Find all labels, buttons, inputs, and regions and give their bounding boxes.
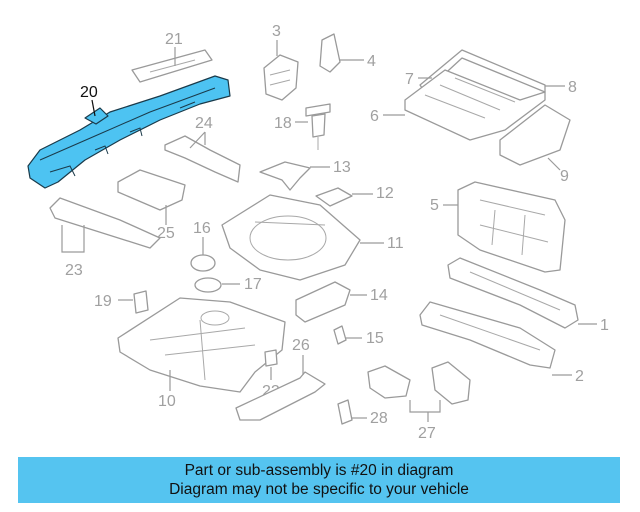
part-3-bracket[interactable] — [263, 54, 299, 101]
callout-12: 12 — [376, 185, 394, 202]
part-4-bracket[interactable] — [319, 33, 341, 73]
part-20-frame-rail[interactable] — [27, 75, 231, 189]
part-22-clip[interactable] — [264, 349, 278, 367]
callout-11: 11 — [387, 235, 404, 252]
callout-2: 2 — [575, 368, 584, 385]
callout-3: 3 — [272, 23, 281, 40]
part-24-bracket[interactable] — [164, 135, 241, 183]
callout-24: 24 — [195, 115, 213, 132]
part-13-bracket[interactable] — [259, 161, 311, 191]
banner-line-2: Diagram may not be specific to your vehi… — [169, 481, 469, 498]
callout-21: 21 — [165, 31, 183, 48]
part-18-mount[interactable] — [305, 103, 331, 150]
part-1-reinforcement[interactable] — [447, 257, 579, 329]
callout-20: 20 — [80, 84, 98, 101]
callout-5: 5 — [430, 197, 439, 214]
callout-9: 9 — [560, 168, 569, 185]
callout-17: 17 — [244, 276, 262, 293]
part-9-trim[interactable] — [499, 104, 571, 166]
callout-4: 4 — [367, 53, 376, 70]
part-14-bracket[interactable] — [295, 281, 351, 323]
callout-18: 18 — [274, 115, 292, 132]
part-26-channel[interactable] — [235, 371, 326, 421]
callout-1: 1 — [600, 317, 609, 334]
part-25-bracket[interactable] — [117, 169, 186, 211]
info-banner: Part or sub-assembly is #20 in diagram D… — [18, 457, 620, 503]
callout-7: 7 — [405, 71, 414, 88]
callout-15: 15 — [366, 330, 384, 347]
callout-28: 28 — [370, 410, 388, 427]
parts-diagram: 20 21 3 4 18 7 8 6 9 — [27, 23, 609, 442]
part-15-clip[interactable] — [333, 325, 347, 345]
part-27-bracket-a[interactable] — [367, 365, 411, 399]
callout-26: 26 — [292, 337, 310, 354]
callout-25: 25 — [157, 225, 175, 242]
part-12-plate[interactable] — [315, 187, 353, 207]
callout-6: 6 — [370, 108, 379, 125]
callout-19: 19 — [94, 293, 112, 310]
callout-16: 16 — [193, 220, 211, 237]
part-23-crossmember[interactable] — [49, 197, 161, 249]
part-17-grommet[interactable] — [194, 277, 222, 293]
banner-line-1: Part or sub-assembly is #20 in diagram — [184, 462, 454, 479]
part-10-rear-floor[interactable] — [117, 297, 286, 393]
part-7-8-rear-panel[interactable] — [404, 49, 546, 141]
callout-13: 13 — [333, 159, 351, 176]
part-11-floor-pan[interactable] — [221, 194, 361, 281]
part-21-plate[interactable] — [131, 49, 213, 83]
callout-10: 10 — [158, 393, 176, 410]
part-19-clip[interactable] — [133, 290, 149, 314]
callout-14: 14 — [370, 287, 388, 304]
part-27-bracket-b[interactable] — [431, 361, 471, 405]
callout-8: 8 — [568, 79, 577, 96]
part-28-clip[interactable] — [337, 399, 353, 425]
part-5-rear-panel[interactable] — [457, 181, 566, 273]
callout-23: 23 — [65, 262, 83, 279]
part-2-rear-panel[interactable] — [419, 301, 556, 369]
callout-27: 27 — [418, 425, 436, 442]
part-16-grommet[interactable] — [190, 254, 216, 272]
